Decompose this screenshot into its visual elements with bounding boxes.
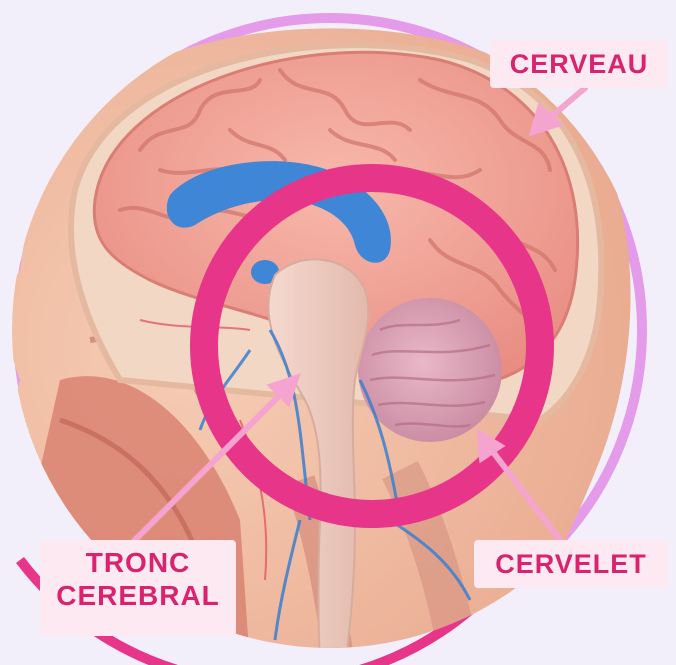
label-cerveau: CERVEAU — [490, 40, 668, 88]
label-tronc-line1: TRONC — [40, 546, 236, 579]
cerebellum — [358, 298, 502, 442]
label-cervelet: CERVELET — [474, 540, 668, 588]
label-tronc-line2: CEREBRAL — [40, 579, 236, 612]
label-tronc-cerebral: TRONC CEREBRAL — [40, 540, 236, 636]
